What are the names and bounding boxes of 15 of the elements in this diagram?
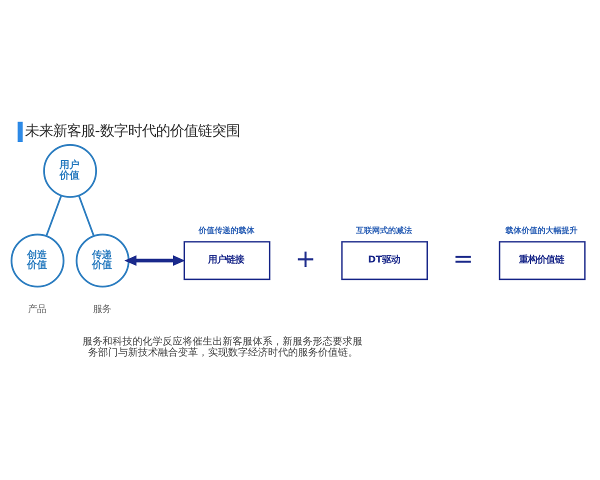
node-box: 重构价值链 bbox=[498, 241, 586, 280]
node-circle: 创造价值 bbox=[10, 234, 64, 288]
label: = bbox=[452, 244, 474, 273]
caption: 服务和科技的化学反应将催生出新客服体系，新服务形态要求服务部门与新技术融合变革，实现数字经济时代的服务价值链。 bbox=[82, 336, 362, 358]
diagram-title: 未来新客服-数字时代的价值链突围 bbox=[24, 124, 240, 140]
arrow bbox=[124, 255, 186, 266]
node-label: 服务 bbox=[93, 304, 112, 316]
node-box: 用户链接 bbox=[184, 241, 270, 280]
node-circle: 用户价值 bbox=[43, 144, 97, 198]
node-box: DT驱动 bbox=[341, 241, 428, 280]
node-circle: 传递价值 bbox=[76, 234, 130, 288]
label: + bbox=[295, 244, 316, 273]
connector bbox=[46, 195, 62, 236]
connector bbox=[78, 195, 95, 236]
node-label: 产品 bbox=[28, 304, 46, 316]
